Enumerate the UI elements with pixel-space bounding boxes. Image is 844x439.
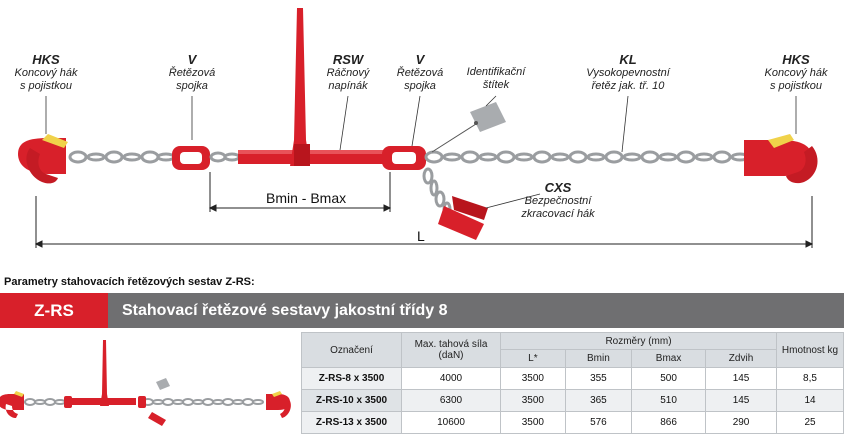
cell-bmax: 500 (631, 367, 707, 390)
cell-l: 3500 (500, 389, 566, 412)
chain-left (68, 150, 176, 164)
header-dims: Rozměry (mm) (500, 332, 777, 350)
label-line1: Koncový hák (14, 67, 78, 79)
label-line1: Řetězová (396, 67, 444, 79)
label-line2: řetěz jak. tř. 10 (591, 80, 665, 92)
spec-table: Označení Max. tahová síla (daN) Rozměry … (301, 332, 844, 434)
cell-name: Z-RS-8 x 3500 (301, 367, 402, 390)
label-code: V (187, 52, 197, 67)
connector-v-left (172, 146, 210, 170)
label-code: CXS (544, 180, 572, 195)
right-hook-hks (744, 134, 818, 184)
label-hks-right: HKS Koncový hák s pojistkou (756, 52, 836, 93)
label-kl: KL Vysokopevnostní řetěz jak. tř. 10 (576, 52, 680, 93)
product-band: Z-RS Stahovací řetězové sestavy jakostní… (0, 293, 844, 328)
cell-zdvih: 145 (705, 367, 777, 390)
cell-l: 3500 (500, 411, 566, 434)
product-title: Stahovací řetězové sestavy jakostní tříd… (108, 293, 844, 328)
cell-weight: 25 (776, 411, 844, 434)
cell-force: 6300 (401, 389, 501, 412)
cell-bmin: 355 (564, 367, 633, 390)
section-title: Parametry stahovacích řetězových sestav … (4, 276, 255, 288)
table-row: Z-RS-10 x 3500 6300 3500 365 510 145 14 (301, 389, 844, 412)
label-v-right: V Řetězová spojka (390, 52, 450, 93)
table-row: Z-RS-8 x 3500 4000 3500 355 500 145 8,5 (301, 367, 844, 390)
cell-zdvih: 290 (705, 411, 777, 434)
label-code: RSW (332, 52, 364, 67)
label-line2: napínák (328, 80, 368, 92)
subheader-l: L* (500, 349, 566, 368)
label-hks-left: HKS Koncový hák s pojistkou (6, 52, 86, 93)
label-line2: spojka (404, 80, 436, 92)
header-force: Max. tahová síla (daN) (401, 332, 501, 368)
label-line2: zkracovací hák (521, 208, 595, 220)
subheader-bmin: Bmin (564, 349, 633, 368)
cell-name: Z-RS-10 x 3500 (301, 389, 402, 412)
label-line2: štítek (482, 79, 510, 91)
label-line1: Řetězová (168, 67, 216, 79)
cell-bmax: 510 (631, 389, 707, 412)
dimension-l-label: L (417, 228, 425, 244)
label-v-left: V Řetězová spojka (162, 52, 222, 93)
cell-name: Z-RS-13 x 3500 (301, 411, 402, 434)
dimension-bmin-bmax-label: Bmin - Bmax (266, 190, 347, 206)
header-name: Označení (301, 332, 402, 368)
table-row: Z-RS-13 x 3500 10600 3500 576 866 290 25 (301, 411, 844, 434)
chain-assembly-diagram (18, 8, 818, 248)
product-code: Z-RS (0, 293, 108, 328)
identification-tag (431, 102, 506, 153)
cell-bmax: 866 (631, 411, 707, 434)
label-line2: s pojistkou (770, 80, 822, 92)
label-line2: s pojistkou (20, 80, 72, 92)
left-hook-hks (18, 134, 68, 184)
header-weight: Hmotnost kg (776, 332, 844, 368)
subheader-bmax: Bmax (631, 349, 707, 368)
cell-zdvih: 145 (705, 389, 777, 412)
label-line1: Bezpečnostní (524, 195, 592, 207)
connector-v-right (382, 146, 426, 170)
cell-weight: 14 (776, 389, 844, 412)
label-code: HKS (782, 52, 810, 67)
ratchet-rsw (238, 8, 390, 166)
label-cxs: CXS Bezpečnostní zkracovací hák (510, 180, 606, 221)
cell-bmin: 576 (564, 411, 633, 434)
product-thumbnail (0, 340, 291, 426)
cell-weight: 8,5 (776, 367, 844, 390)
dimension-bmin-bmax (208, 172, 392, 212)
cell-bmin: 365 (564, 389, 633, 412)
cell-l: 3500 (500, 367, 566, 390)
dimension-l (34, 196, 814, 248)
shortening-hook-cxs (438, 196, 488, 240)
chain-kl (424, 150, 750, 164)
label-line2: spojka (176, 80, 208, 92)
label-line1: Koncový hák (764, 67, 828, 79)
label-code: HKS (32, 52, 60, 67)
label-line1: Vysokopevnostní (586, 67, 670, 79)
label-id-tag: Identifikační štítek (456, 66, 536, 92)
label-line1: Ráčnový (326, 67, 370, 79)
cell-force: 10600 (401, 411, 501, 434)
subheader-zdvih: Zdvih (705, 349, 777, 368)
cell-force: 4000 (401, 367, 501, 390)
label-line1: Identifikační (466, 66, 526, 78)
label-code: V (415, 52, 425, 67)
label-code: KL (619, 52, 637, 67)
label-rsw: RSW Ráčnový napínák (318, 52, 378, 93)
